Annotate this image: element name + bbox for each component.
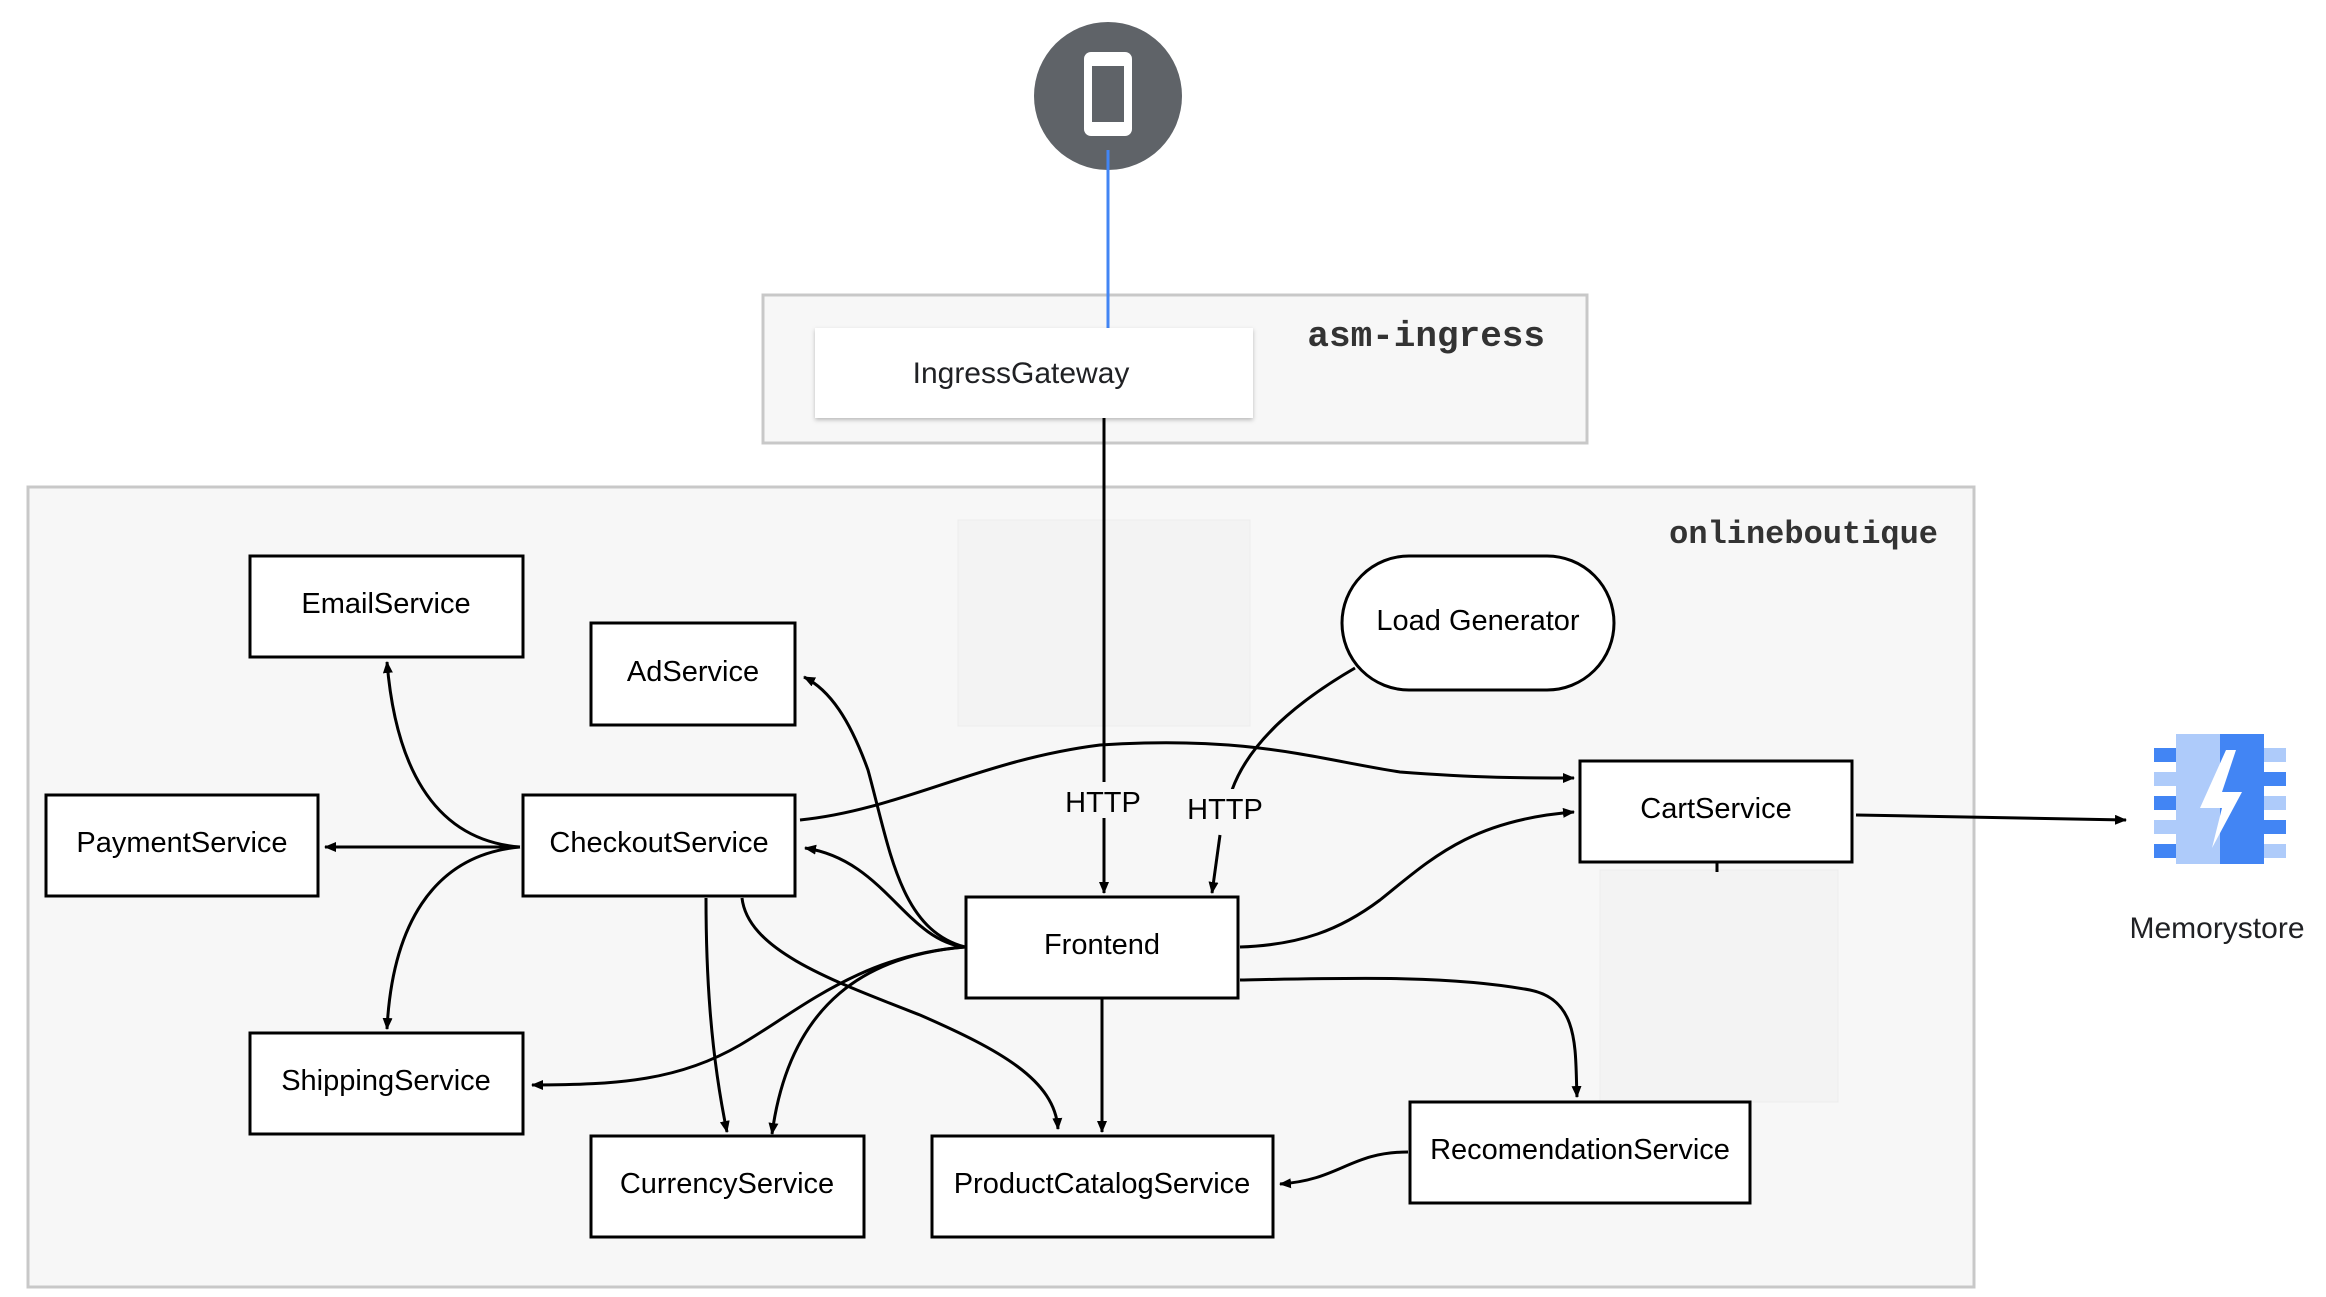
onlineboutique-label: onlineboutique — [1669, 516, 1938, 553]
recommendation-service-node[interactable]: RecomendationService — [1408, 1100, 1752, 1205]
svg-text:IngressGateway: IngressGateway — [913, 357, 1130, 390]
ingress-gateway-node[interactable]: IngressGateway — [815, 328, 1253, 418]
svg-text:Frontend: Frontend — [1044, 929, 1160, 961]
edge-frontend-currency — [768, 945, 966, 1135]
svg-text:EmailService: EmailService — [301, 588, 470, 620]
svg-text:ShippingService: ShippingService — [281, 1065, 491, 1097]
edge-recommendation-productcatalog — [1279, 1150, 1409, 1189]
frontend-node[interactable]: Frontend — [964, 895, 1240, 1000]
svg-text:ProductCatalogService: ProductCatalogService — [954, 1168, 1251, 1200]
svg-text:Load Generator: Load Generator — [1376, 605, 1579, 637]
edge-loadgen-frontend — [1230, 666, 1356, 791]
load-generator-node[interactable]: Load Generator — [1340, 554, 1616, 692]
cart-service-node[interactable]: CartService — [1578, 759, 1854, 864]
http-label-loadgen: HTTP — [1180, 789, 1270, 826]
mobile-phone-icon — [1084, 52, 1132, 136]
svg-text:CartService: CartService — [1640, 793, 1792, 825]
edge-loadgen-frontend-tail — [1208, 834, 1222, 894]
edge-checkout-email — [382, 661, 521, 849]
asm-ingress-label: asm-ingress — [1307, 316, 1545, 357]
placeholder-box — [1599, 869, 1839, 1103]
edge-checkout-shipping — [382, 845, 521, 1030]
client-device — [1034, 22, 1182, 170]
ad-service-node[interactable]: AdService — [589, 621, 797, 727]
svg-text:RecomendationService: RecomendationService — [1430, 1134, 1730, 1166]
payment-service-node[interactable]: PaymentService — [44, 793, 320, 898]
edge-checkout-productcatalog — [740, 897, 1063, 1130]
memorystore-icon — [2154, 734, 2286, 864]
svg-text:AdService: AdService — [627, 656, 759, 688]
edge-cart-memorystore — [1855, 813, 2127, 825]
edge-checkout-currency — [704, 897, 730, 1133]
http-label-ingress: HTTP — [1060, 782, 1150, 819]
email-service-node[interactable]: EmailService — [248, 554, 525, 659]
product-catalog-service-node[interactable]: ProductCatalogService — [930, 1134, 1275, 1239]
svg-text:PaymentService: PaymentService — [76, 827, 287, 859]
edges — [324, 418, 2127, 1189]
edge-frontend-cart — [1239, 807, 1575, 949]
memorystore-label: Memorystore — [2129, 912, 2304, 945]
svg-text:HTTP: HTTP — [1187, 794, 1263, 826]
service-nodes: IngressGateway EmailService AdService Pa… — [44, 328, 1854, 1239]
edge-frontend-ad — [803, 675, 966, 949]
edge-frontend-checkout — [804, 844, 966, 949]
edge-frontend-shipping — [531, 945, 966, 1090]
svg-text:CurrencyService: CurrencyService — [620, 1168, 834, 1200]
shipping-service-node[interactable]: ShippingService — [248, 1031, 525, 1136]
edge-checkout-cart — [799, 741, 1575, 822]
edge-frontend-recommendation — [1239, 976, 1582, 1098]
currency-service-node[interactable]: CurrencyService — [589, 1134, 866, 1239]
svg-text:CheckoutService: CheckoutService — [549, 827, 768, 859]
svg-text:HTTP: HTTP — [1065, 787, 1141, 819]
checkout-service-node[interactable]: CheckoutService — [521, 793, 797, 898]
